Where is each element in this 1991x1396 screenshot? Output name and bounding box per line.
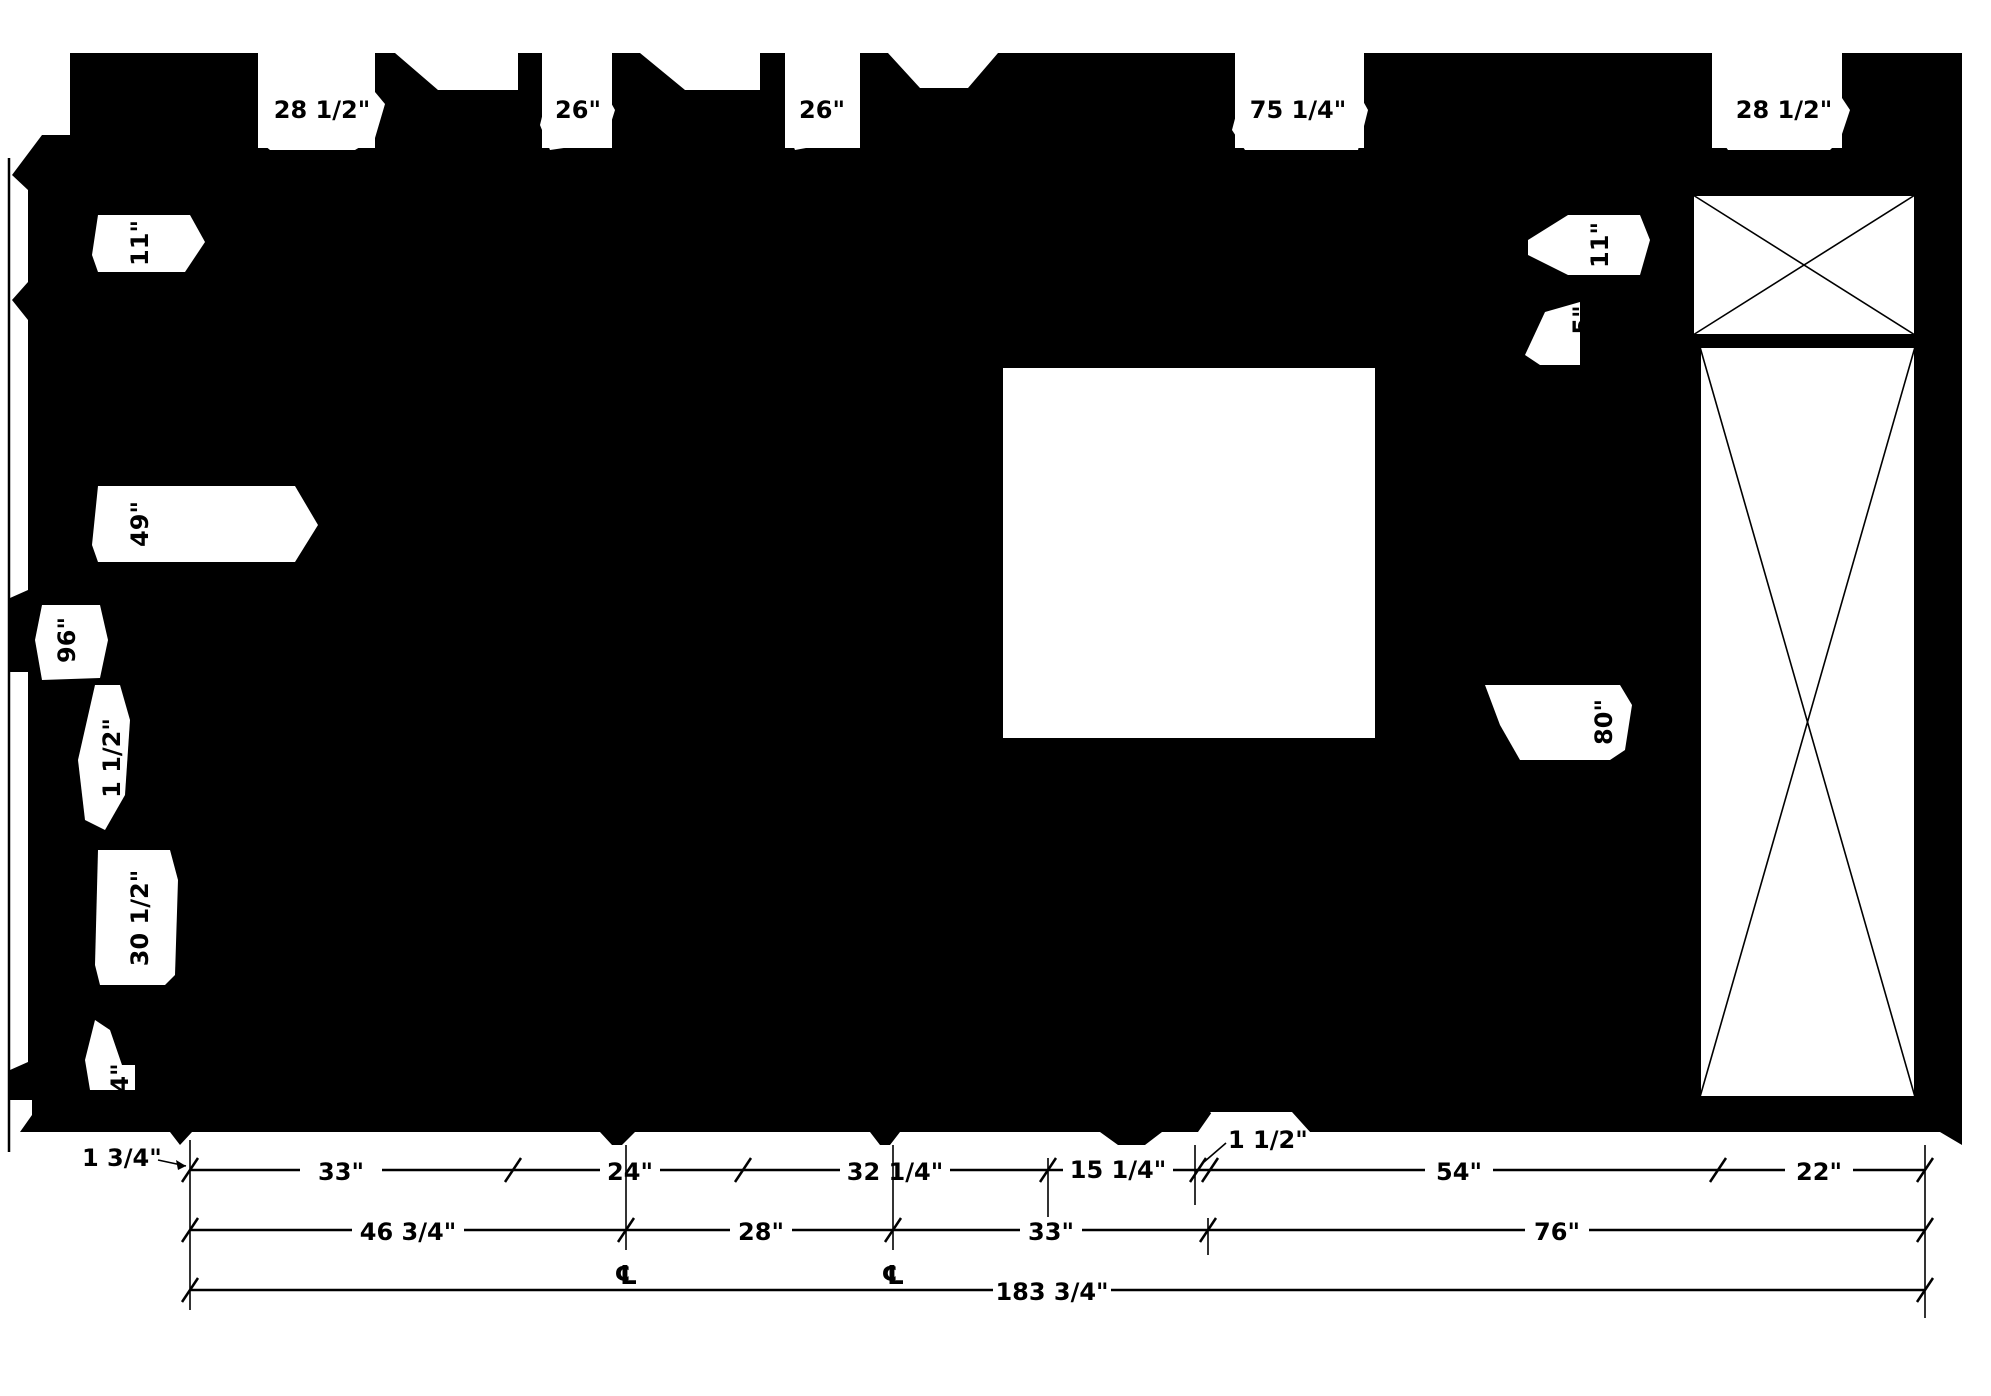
bottom-dim-4: 15 1/4": [1070, 1156, 1166, 1184]
bottom-dim-combined-3: 33": [1028, 1218, 1074, 1246]
left-dim-6: 4": [106, 1063, 134, 1092]
wall-mass: [10, 53, 1962, 1145]
centerline-icon: ℄: [881, 1261, 904, 1291]
left-dim-1: 11": [126, 220, 154, 266]
left-dim-5: 30 1/2": [126, 870, 154, 966]
centerline-icon: ℄: [614, 1261, 637, 1291]
bottom-dim-3: 32 1/4": [847, 1158, 943, 1186]
side-notes: 1 3/4" 1 1/2": [82, 1126, 1308, 1172]
bottom-dim-5: 54": [1436, 1158, 1482, 1186]
bottom-centerlines: ℄ ℄: [614, 1261, 904, 1291]
callout-bubbles: [35, 92, 1850, 1132]
bottom-dim-combined-4: 76": [1534, 1218, 1580, 1246]
bottom-dim-6: 22": [1796, 1158, 1842, 1186]
right-dim-2: 5": [1568, 305, 1596, 334]
right-dim-1: 11": [1586, 222, 1614, 268]
window-opening: [1003, 368, 1375, 738]
mid-offset-label: 1 1/2": [1228, 1126, 1308, 1154]
bottom-dim-combined-1: 46 3/4": [360, 1218, 456, 1246]
centerline-icon: ℄: [443, 59, 466, 89]
top-dim-5: 28 1/2": [1736, 96, 1832, 124]
right-dim-3: 80": [1590, 699, 1618, 745]
bottom-dim-2: 24": [607, 1158, 653, 1186]
centerline-icon: ℄: [933, 53, 956, 83]
left-dim-2: 49": [126, 501, 154, 547]
bottom-dim-combined-2: 28": [738, 1218, 784, 1246]
top-dim-4: 75 1/4": [1250, 96, 1346, 124]
bottom-dimension-row-1: 33" 24" 32 1/4" 15 1/4" 54" 22": [180, 1140, 1935, 1318]
top-centerlines: ℄ ℄ ℄: [443, 53, 956, 89]
bottom-dimension-row-2: 46 3/4" 28" 33" 76": [180, 1145, 1935, 1255]
top-dimensions: 28 1/2" 26" 26" 75 1/4" 28 1/2": [274, 96, 1832, 124]
top-dim-3: 26": [799, 96, 845, 124]
left-dim-4: 1 1/2": [98, 718, 126, 798]
upper-cabinet: [1692, 194, 1916, 336]
top-dim-2: 26": [555, 96, 601, 124]
top-dim-1: 28 1/2": [274, 96, 370, 124]
tall-cabinet: [1699, 346, 1916, 1098]
left-dim-3: 96": [53, 617, 81, 663]
left-dimensions: 11" 49" 96" 1 1/2" 30 1/2" 4": [53, 220, 154, 1093]
bottom-overall-dimension: 183 3/4": [180, 1277, 1935, 1306]
bottom-dim-1: 33": [318, 1158, 364, 1186]
right-dimensions: 11" 5" 80": [1568, 222, 1618, 745]
centerline-icon: ℄: [686, 59, 709, 89]
left-offset-label: 1 3/4": [82, 1144, 162, 1172]
overall-width-label: 183 3/4": [995, 1278, 1108, 1306]
